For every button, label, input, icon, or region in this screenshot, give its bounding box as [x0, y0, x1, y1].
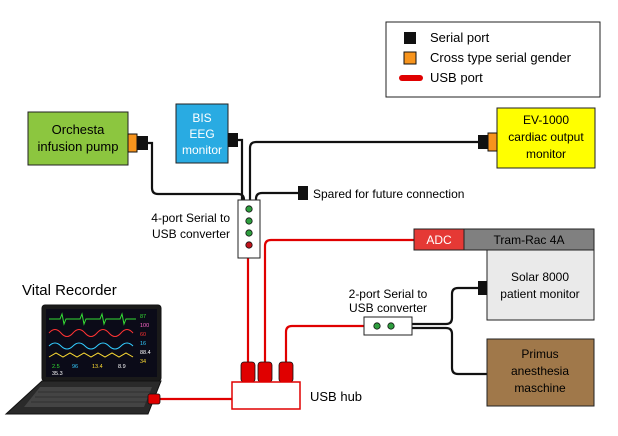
two-port-label-1: 2-port Serial to [349, 287, 428, 301]
primus-box [486, 338, 595, 407]
legend-box [385, 21, 601, 98]
four-port-led-4 [245, 241, 253, 249]
cable-spared [254, 191, 298, 200]
two-port-led-2 [387, 322, 395, 330]
legend-serial-port: Serial port [430, 30, 490, 45]
bis-label-2: EEG [189, 127, 214, 141]
legend-cross-gender: Cross type serial gender [430, 50, 572, 65]
two-port-converter: 2-port Serial to USB converter [349, 287, 428, 336]
hub-box [231, 381, 301, 410]
screen-readout-5: 88.4 [140, 350, 151, 356]
orchesta-label-1: Orchesta [52, 122, 106, 137]
cable-primus [412, 326, 487, 376]
hub-plug-3 [278, 361, 294, 383]
ev1000-label-2: cardiac output [508, 130, 584, 144]
legend: Serial port Cross type serial gender USB… [385, 21, 601, 98]
waveform-resp [48, 352, 134, 358]
screen-readout-9: 13.4 [92, 364, 103, 370]
waveform-ecg [49, 312, 136, 326]
screen-readout-10: 8.9 [118, 364, 126, 370]
solar-label-2: patient monitor [500, 287, 579, 301]
screen-readout-11: 35.3 [52, 371, 63, 377]
spared-serial-port [298, 186, 308, 200]
four-port-led-2 [245, 217, 253, 225]
usb-hub: USB hub [231, 361, 362, 410]
four-port-led-3 [245, 229, 253, 237]
usb-hub-label: USB hub [310, 389, 362, 404]
primus-anesthesia-machine: Primus anesthesia maschine [486, 338, 595, 407]
hub-plug-2 [257, 361, 273, 383]
ev1000-label-1: EV-1000 [523, 113, 569, 127]
primus-label-3: maschine [514, 381, 566, 395]
solar-label-1: Solar 8000 [511, 270, 569, 284]
usb-cables [158, 238, 414, 401]
serial-cables [148, 138, 487, 376]
ev1000-serial-port [478, 135, 488, 149]
orchesta-box [27, 111, 129, 166]
screen-readout-7: 2.5 [52, 364, 60, 370]
primus-label-2: anesthesia [511, 364, 569, 378]
bis-eeg-monitor: BIS EEG monitor [175, 103, 238, 164]
serial-port-swatch [404, 32, 416, 44]
screen-readout-4: 16 [140, 341, 146, 347]
primus-label-1: Primus [521, 347, 558, 361]
vital-recorder-label: Vital Recorder [22, 282, 117, 299]
four-port-led-1 [245, 205, 253, 213]
two-port-label-2: USB converter [349, 301, 427, 315]
hub-plug-1 [240, 361, 256, 383]
ev1000-cross-gender [487, 132, 498, 152]
orchesta-serial-port [137, 136, 148, 150]
laptop-usb-plug [147, 393, 161, 405]
cable-solar [412, 286, 478, 326]
four-port-label-2: USB converter [152, 227, 230, 241]
two-port-led-1 [373, 322, 381, 330]
screen-readout-3: 60 [140, 332, 146, 338]
bis-label-3: monitor [182, 143, 222, 157]
solar-serial-port [478, 281, 487, 295]
orchesta-infusion-pump: Orchesta infusion pump [27, 111, 148, 166]
cable-ev1000 [248, 140, 480, 200]
usb-cable-adc [263, 238, 414, 364]
spared-label: Spared for future connection [313, 187, 464, 201]
waveform-pleth [48, 342, 134, 350]
vital-recorder-laptop: Vital Recorder 87 100 60 16 88.4 34 2.5 … [4, 282, 162, 415]
ev1000-monitor: EV-1000 cardiac output monitor [478, 107, 596, 169]
usb-cable-2port [284, 324, 364, 364]
legend-usb-port: USB port [430, 70, 483, 85]
solar-8000-monitor: Solar 8000 patient monitor [478, 249, 595, 321]
spared-connection: Spared for future connection [298, 186, 464, 201]
adc-label: ADC [426, 233, 452, 247]
ev1000-label-3: monitor [526, 147, 566, 161]
four-port-converter: 4-port Serial to USB converter [151, 199, 261, 259]
solar-box [486, 249, 595, 321]
adc-tramrac: ADC Tram-Rac 4A [413, 228, 595, 251]
screen-readout-1: 87 [140, 314, 146, 320]
screen-readout-8: 96 [72, 364, 78, 370]
screen-readout-2: 100 [140, 323, 149, 329]
waveform-abp [48, 329, 134, 337]
bis-serial-port [228, 133, 238, 147]
cable-bis [238, 138, 244, 200]
cross-gender-swatch [403, 51, 417, 65]
four-port-label-1: 4-port Serial to [151, 211, 230, 225]
orchesta-cross-gender [127, 133, 138, 153]
cable-orchesta [148, 141, 246, 201]
screen-readout-6: 34 [140, 359, 146, 365]
tramrac-label: Tram-Rac 4A [494, 233, 565, 247]
orchesta-label-2: infusion pump [38, 139, 119, 154]
bis-label-1: BIS [192, 111, 211, 125]
ev1000-box [496, 107, 596, 169]
laptop-keys [31, 391, 151, 403]
four-port-box [237, 199, 261, 259]
